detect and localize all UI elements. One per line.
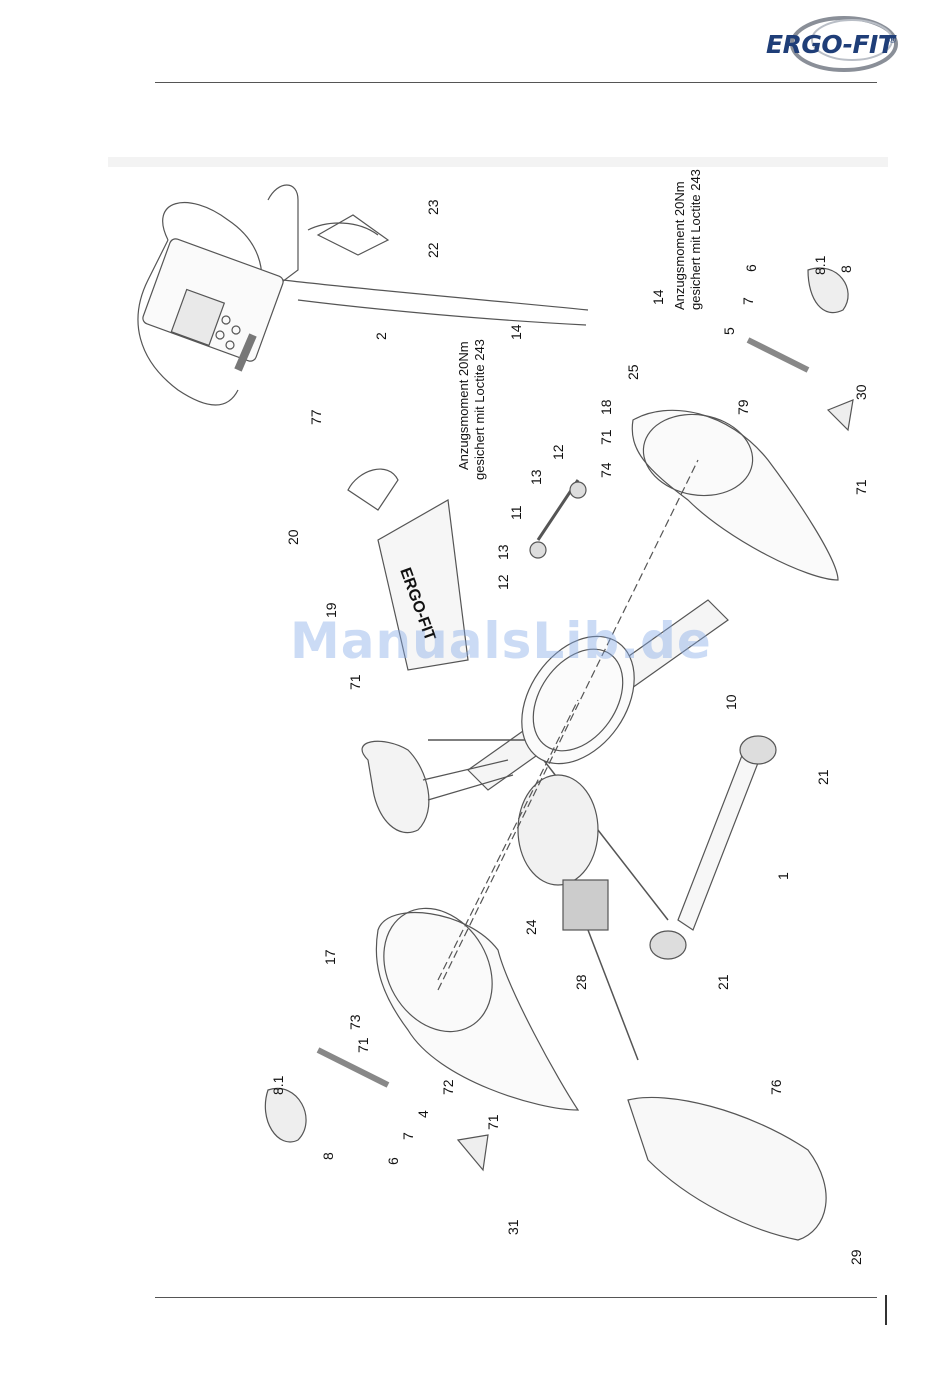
part-label-6b: 6 [385,1157,401,1165]
footer-rule [155,1297,877,1298]
torque-note-left-1: Anzugsmoment 20Nm [456,341,471,470]
part-label-8-1b: 8.1 [270,1075,286,1095]
part-label-10: 10 [723,694,739,710]
part-label-11: 11 [508,505,524,520]
part-label-13a: 13 [528,469,544,485]
torque-note-left-2: gesichert mit Loctite 243 [472,339,487,480]
part-label-21b: 21 [715,974,731,990]
part-label-76: 76 [768,1079,784,1095]
part-label-29: 29 [848,1249,864,1265]
part-label-14b: 14 [650,289,666,305]
watermark: ManualsLib.de [290,612,712,670]
part-label-20: 20 [285,529,301,545]
part-label-79: 79 [735,399,751,415]
part-label-12a: 12 [550,444,566,460]
part-label-71a: 71 [347,674,363,690]
part-label-73: 73 [347,1014,363,1030]
torque-note-right-1: Anzugsmoment 20Nm [672,181,687,310]
part-label-6a: 6 [743,264,759,272]
part-label-18: 18 [598,399,614,415]
part-label-14a: 14 [508,324,524,340]
part-label-72: 72 [440,1079,456,1095]
part-label-24: 24 [523,919,539,935]
registered-mark: ® [888,36,897,46]
part-label-77: 77 [308,409,324,425]
torque-note-right-2: gesichert mit Loctite 243 [688,169,703,310]
footer-page-tick [885,1295,887,1325]
part-label-71e: 71 [485,1114,501,1130]
part-label-30: 30 [853,384,869,400]
part-label-17: 17 [322,949,338,965]
part-label-2: 2 [373,332,389,340]
part-label-71d: 71 [355,1037,371,1053]
part-label-8b: 8 [320,1152,336,1160]
brand-logo: ERGO-FIT [766,30,894,59]
exploded-parts-diagram: Anzugsmoment 20Nm gesichert mit Loctite … [108,160,898,1280]
part-label-22: 22 [425,242,441,258]
part-label-71c: 71 [853,479,869,495]
part-label-31: 31 [505,1219,521,1235]
part-label-8a: 8 [838,265,854,273]
part-label-4: 4 [415,1110,431,1118]
part-label-71b: 71 [598,429,614,445]
part-label-7a: 7 [740,297,756,305]
part-label-28: 28 [573,974,589,990]
part-label-23: 23 [425,199,441,215]
part-label-21a: 21 [815,769,831,785]
part-label-13b: 13 [495,544,511,560]
part-label-8-1a: 8.1 [812,255,828,275]
part-label-1: 1 [775,872,791,880]
part-label-7b: 7 [400,1132,416,1140]
header-rule [155,82,877,83]
part-label-5: 5 [721,327,737,335]
part-label-74: 74 [598,462,614,478]
part-label-25: 25 [625,364,641,380]
part-label-12b: 12 [495,574,511,590]
